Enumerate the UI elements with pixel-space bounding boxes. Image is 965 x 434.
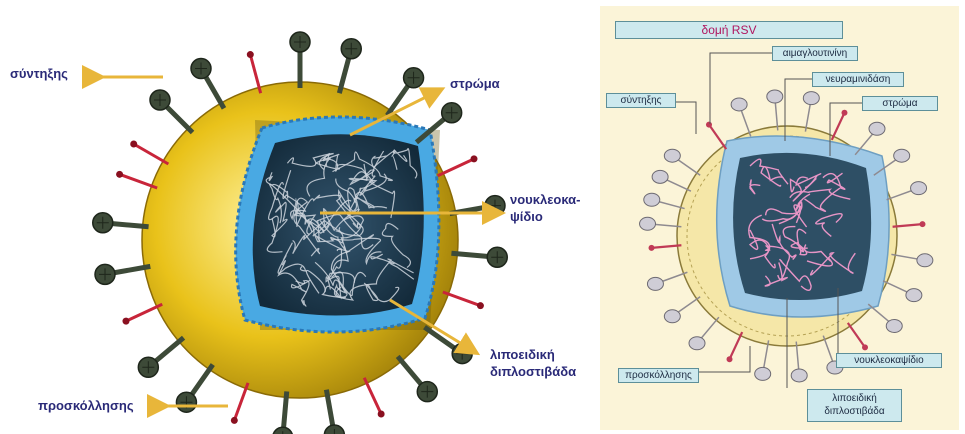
box-matrix: στρώμα — [862, 96, 938, 111]
label-attachment: προσκόλλησης — [38, 398, 134, 413]
glycoprotein-spike — [122, 304, 162, 324]
schematic-spike — [664, 297, 700, 323]
schematic-spike — [755, 340, 771, 380]
schematic-spike — [791, 342, 807, 382]
glycoprotein-spike — [443, 292, 484, 309]
schematic-spike — [767, 90, 783, 130]
schematic-spike — [689, 317, 719, 350]
label-lipid-bilayer: λιποειδική διπλοστιβάδα — [490, 346, 595, 380]
schematic-spike — [887, 182, 927, 200]
leader-attachment — [699, 346, 750, 372]
glycoprotein-spike — [138, 338, 183, 378]
glycoprotein-spike — [130, 141, 168, 165]
label-nucleocapsid: νουκλεοκα- ψίδιο — [510, 191, 590, 225]
schematic-spike — [664, 149, 700, 175]
schematic-spike — [883, 281, 922, 302]
schematic-spike — [706, 122, 726, 150]
glycoprotein-spike — [93, 213, 149, 233]
glycoprotein-spike — [451, 247, 507, 267]
box-neuraminidase: νευραμινιδάση — [812, 72, 904, 87]
glycoprotein-spike — [231, 383, 248, 424]
schematic-spike — [644, 193, 685, 208]
label-fusion: σύντηξης — [10, 66, 68, 81]
box-hemagglutinin: αιμαγλουτινίνη — [772, 46, 858, 61]
schematic-spike — [893, 221, 926, 227]
schematic-spike — [727, 332, 743, 362]
schematic-spike — [647, 272, 687, 290]
glycoprotein-spike — [95, 264, 150, 284]
schematic-spike — [891, 254, 932, 267]
box-lipid-bilayer: λιποειδική διπλοστιβάδα — [807, 389, 902, 422]
box-fusion: σύντηξης — [606, 93, 676, 108]
box-attachment: προσκόλλησης — [618, 368, 699, 383]
glycoprotein-spike — [191, 59, 224, 109]
glycoprotein-spike — [364, 378, 384, 418]
leader-fusion — [676, 102, 696, 134]
box-nucleocapsid: νουκλεοκαψίδιο — [836, 353, 942, 368]
schematic-spike — [640, 217, 682, 230]
rsv-schematic-panel: δομή RSV αιμαγλουτινίνη νευραμινιδάση σύ… — [600, 6, 959, 430]
schematic-spike — [731, 98, 751, 136]
leader-hemagglutinin — [710, 53, 772, 124]
schematic-spike — [868, 304, 902, 332]
glycoprotein-spike — [339, 39, 361, 93]
schematic-spike — [652, 170, 691, 191]
schematic-spike — [803, 92, 819, 132]
glycoprotein-spike — [290, 32, 310, 88]
glycoprotein-spike — [324, 390, 344, 434]
schematic-spike — [832, 110, 848, 140]
label-matrix: στρώμα — [450, 76, 500, 91]
schematic-spike — [848, 323, 868, 351]
schematic-spike — [649, 245, 682, 251]
glycoprotein-spike — [150, 90, 193, 133]
schematic-spike — [855, 122, 885, 155]
glycoprotein-spike — [247, 51, 261, 93]
schematic-title: δομή RSV — [615, 21, 843, 39]
glycoprotein-spike — [438, 155, 478, 175]
glycoprotein-spike — [398, 356, 438, 401]
glycoprotein-spike — [116, 171, 157, 188]
